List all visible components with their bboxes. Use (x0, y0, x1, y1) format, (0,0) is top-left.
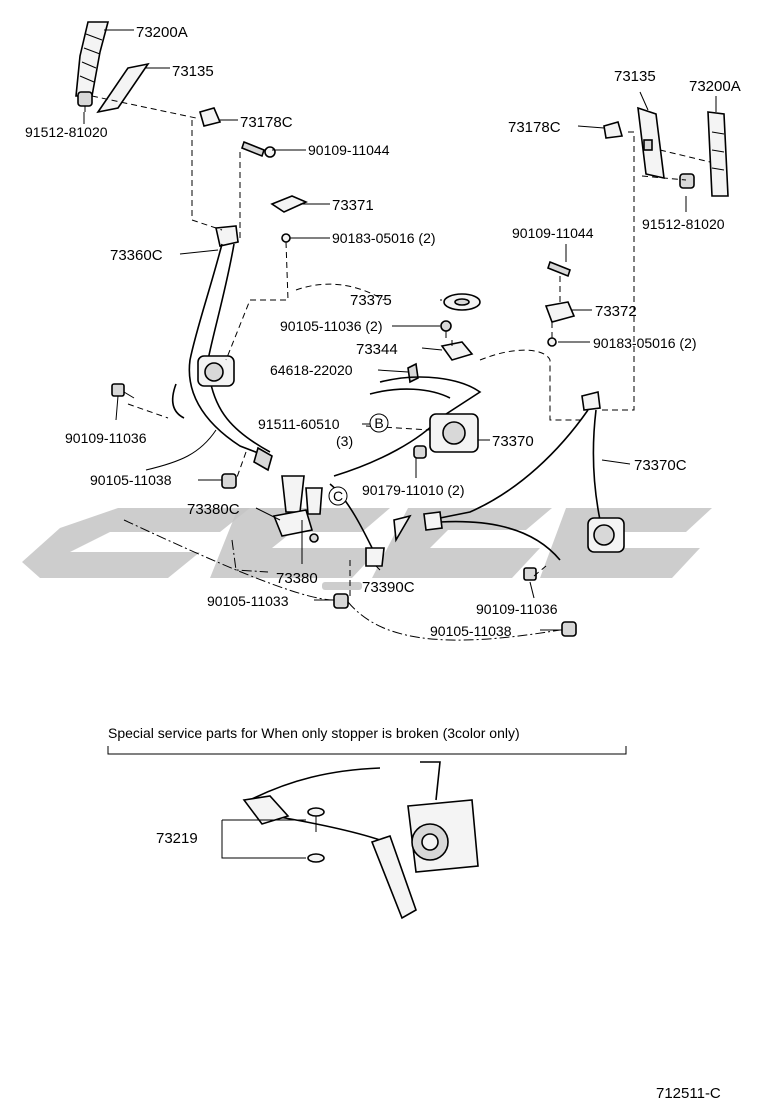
leader-lines (83, 29, 717, 631)
special-service-section: Special service parts for When only stop… (107, 725, 627, 920)
label-91512-81020-left: 91512-81020 (25, 124, 108, 140)
label-90109-11044-left: 90109-11044 (308, 142, 390, 158)
left-bolt-90109-11044 (241, 140, 276, 158)
label-73344: 73344 (356, 341, 398, 358)
label-91512-81020-right: 91512-81020 (642, 216, 725, 232)
label-90183-05016-right: 90183-05016 (2) (593, 335, 697, 351)
label-90179-11010: 90179-11010 (2) (362, 482, 464, 498)
left-belt-assembly-73360C (171, 225, 273, 472)
washer-90183-right (547, 337, 557, 347)
marker-c: C (328, 486, 348, 506)
left-upper-anchor-73200A (75, 21, 110, 97)
nut-90179-11010 (413, 445, 427, 459)
label-73371: 73371 (332, 197, 374, 214)
assembly-guide-lines (91, 95, 711, 641)
part-labels: 73200A 73135 91512-81020 73178C 90109-11… (25, 24, 741, 639)
label-91511-qty: (3) (336, 433, 353, 449)
label-90109-11036-left: 90109-11036 (65, 430, 147, 446)
label-90109-11036-right: 90109-11036 (476, 601, 558, 617)
label-73219: 73219 (156, 830, 198, 847)
right-cover-73135 (637, 106, 665, 180)
marker-b: B (369, 413, 389, 433)
label-73178C-left: 73178C (240, 114, 293, 131)
label-73370: 73370 (492, 433, 534, 450)
right-upper-anchor-73200A (707, 111, 729, 197)
right-belt-assembly-73370C (423, 391, 625, 561)
label-73200A-right: 73200A (689, 78, 741, 95)
label-73360C: 73360C (110, 247, 163, 264)
label-73370C: 73370C (634, 457, 687, 474)
label-90183-05016-left: 90183-05016 (2) (332, 230, 436, 246)
label-64618-22020: 64618-22020 (270, 362, 353, 378)
label-73380C: 73380C (187, 501, 240, 518)
bracket-73344 (440, 341, 474, 361)
left-bolt-91512-81020 (77, 91, 93, 112)
right-bolt-91512-81020 (679, 173, 695, 189)
left-cover-73135 (96, 62, 150, 114)
belt-guide-73375 (443, 293, 481, 311)
left-clip-73178C (199, 107, 222, 127)
label-73135-left: 73135 (172, 63, 214, 80)
marker-b-label: B (374, 415, 383, 431)
section-caption: Special service parts for When only stop… (108, 725, 520, 741)
buckle-73380 (305, 487, 323, 515)
center-retractor-73370 (429, 413, 479, 453)
right-bolt-90109-11036 (523, 567, 537, 581)
right-bolt-90109-11044 (547, 260, 571, 278)
label-73380: 73380 (276, 570, 318, 587)
guide-73371 (270, 195, 308, 243)
marker-c-label: C (333, 488, 343, 504)
clip-64618-22020 (407, 362, 419, 384)
right-clip-73178C (603, 121, 624, 139)
label-73390C: 73390C (362, 579, 415, 596)
label-91511-60510: 91511-60510 (258, 416, 340, 432)
label-90105-11038-right: 90105-11038 (430, 623, 512, 639)
label-90105-11033: 90105-11033 (207, 593, 289, 609)
stopper-assembly-73219 (242, 761, 479, 920)
label-90109-11044-right: 90109-11044 (512, 225, 594, 241)
right-bolt-90105-11038 (561, 621, 577, 637)
bolt-90105-11036 (440, 320, 452, 338)
label-73200A-left: 73200A (136, 24, 188, 41)
label-90105-11036: 90105-11036 (2) (280, 318, 382, 334)
watermark-logo (22, 508, 712, 590)
left-bolt-90105-11038 (221, 473, 237, 489)
left-bolt-90109-11036 (111, 383, 135, 399)
label-73375: 73375 (350, 292, 392, 309)
label-73178C-right: 73178C (508, 119, 561, 136)
label-73135-right: 73135 (614, 68, 656, 85)
label-90105-11038-left: 90105-11038 (90, 472, 172, 488)
bolt-90105-11033 (333, 593, 349, 609)
label-73372: 73372 (595, 303, 637, 320)
diagram-id: 712511-C (656, 1085, 721, 1102)
guide-73372 (544, 301, 576, 323)
